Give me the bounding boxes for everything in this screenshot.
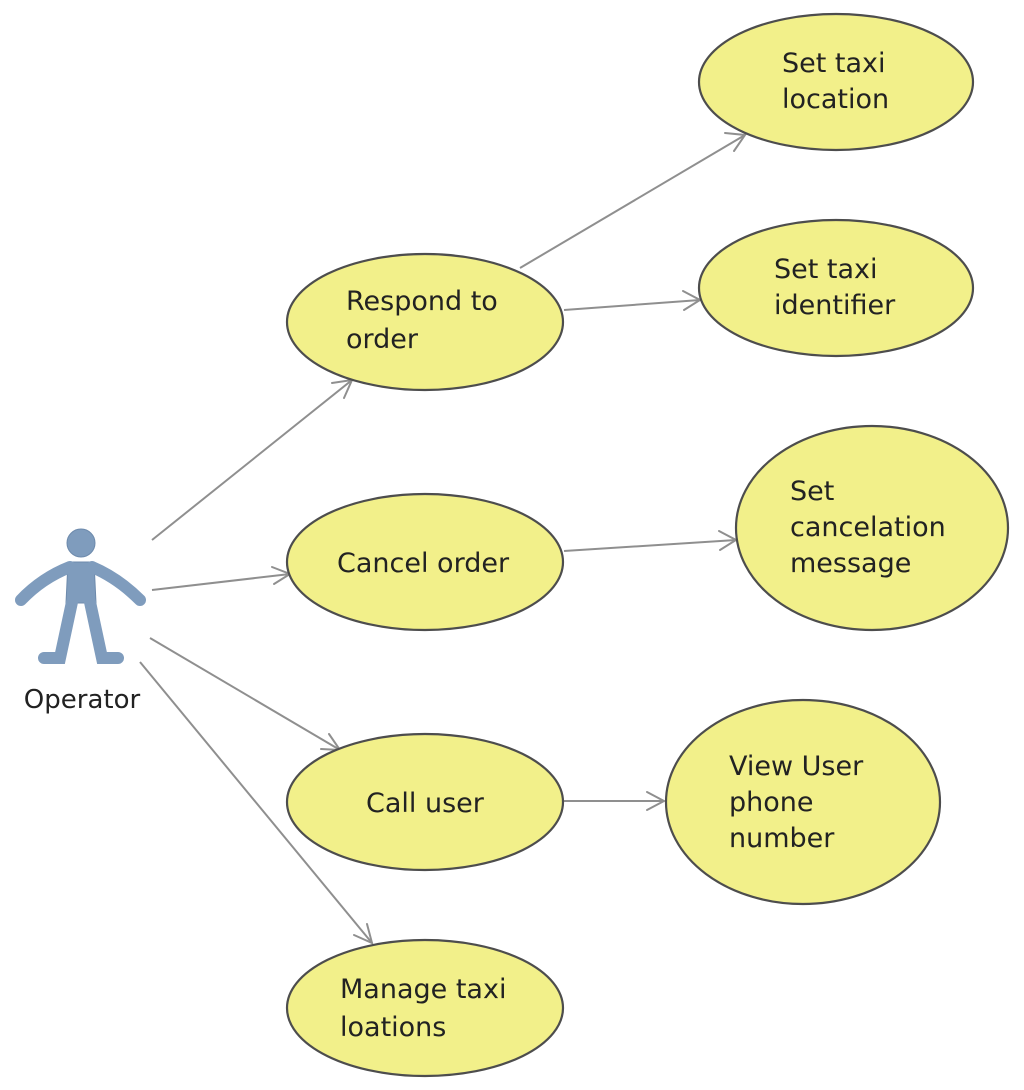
svg-text:Respond to order: Respond to order bbox=[346, 286, 506, 355]
use-case-label-line: Cancel order bbox=[337, 548, 510, 579]
use-case-label-line: identifier bbox=[774, 290, 896, 321]
use-case-label-line: phone bbox=[729, 787, 814, 818]
svg-text:Call user: Call user bbox=[366, 788, 485, 819]
stick-figure-icon bbox=[15, 528, 146, 664]
connector-cancel-set-cancelation-message bbox=[563, 530, 739, 552]
use-case-label-line: Manage taxi bbox=[340, 974, 506, 1005]
connector-operator-call-user bbox=[149, 637, 342, 752]
use-case-view-user-phone-number: View User phone number bbox=[664, 698, 942, 906]
use-case-label-line: Respond to bbox=[346, 286, 498, 317]
use-case-label-line: Call user bbox=[366, 788, 485, 819]
connector-call-view-phone-number bbox=[564, 791, 667, 811]
use-case-label-line: View User bbox=[729, 751, 864, 782]
use-case-set-cancelation-message: Set cancelation message bbox=[734, 424, 1010, 632]
svg-text:Cancel order: Cancel order bbox=[337, 548, 510, 579]
use-case-label-line: number bbox=[729, 823, 835, 854]
use-case-label-line: loations bbox=[340, 1012, 446, 1043]
connector-operator-manage-taxi-locations bbox=[139, 661, 374, 945]
connector-operator-cancel-order bbox=[151, 566, 293, 591]
connector-respond-set-taxi-identifier bbox=[563, 290, 703, 311]
connectors bbox=[139, 132, 747, 945]
use-case-set-taxi-identifier: Set taxi identifier bbox=[697, 218, 975, 358]
use-case-label-line: message bbox=[790, 548, 911, 579]
use-case-label-line: cancelation bbox=[790, 512, 946, 543]
use-case-respond-to-order: Respond to order bbox=[285, 252, 565, 392]
use-case-label-line: Set taxi bbox=[782, 48, 886, 79]
connector-respond-set-taxi-location bbox=[519, 132, 747, 269]
svg-text:Manage taxi loations: Manage taxi loations bbox=[340, 974, 515, 1043]
use-case-set-taxi-location: Set taxi location bbox=[697, 12, 975, 152]
use-case-call-user: Call user bbox=[285, 732, 565, 872]
svg-text:Set taxi location: Set taxi location bbox=[782, 48, 894, 115]
svg-text:View User phone nu: View User phone number bbox=[729, 751, 872, 854]
svg-text:Set cancelation me: Set cancelation message bbox=[790, 476, 954, 579]
use-case-cancel-order: Cancel order bbox=[285, 492, 565, 632]
svg-text:Set taxi identifier: Set taxi identifier bbox=[774, 254, 896, 321]
actor-label: Operator bbox=[24, 685, 141, 715]
use-case-manage-taxi-locations: Manage taxi loations bbox=[285, 938, 565, 1078]
use-case-label-line: Set taxi bbox=[774, 254, 878, 285]
use-case-label-line: Set bbox=[790, 476, 834, 507]
use-case-label-line: order bbox=[346, 324, 419, 355]
use-case-label-line: location bbox=[782, 84, 889, 115]
actor-operator: Operator bbox=[15, 528, 146, 715]
